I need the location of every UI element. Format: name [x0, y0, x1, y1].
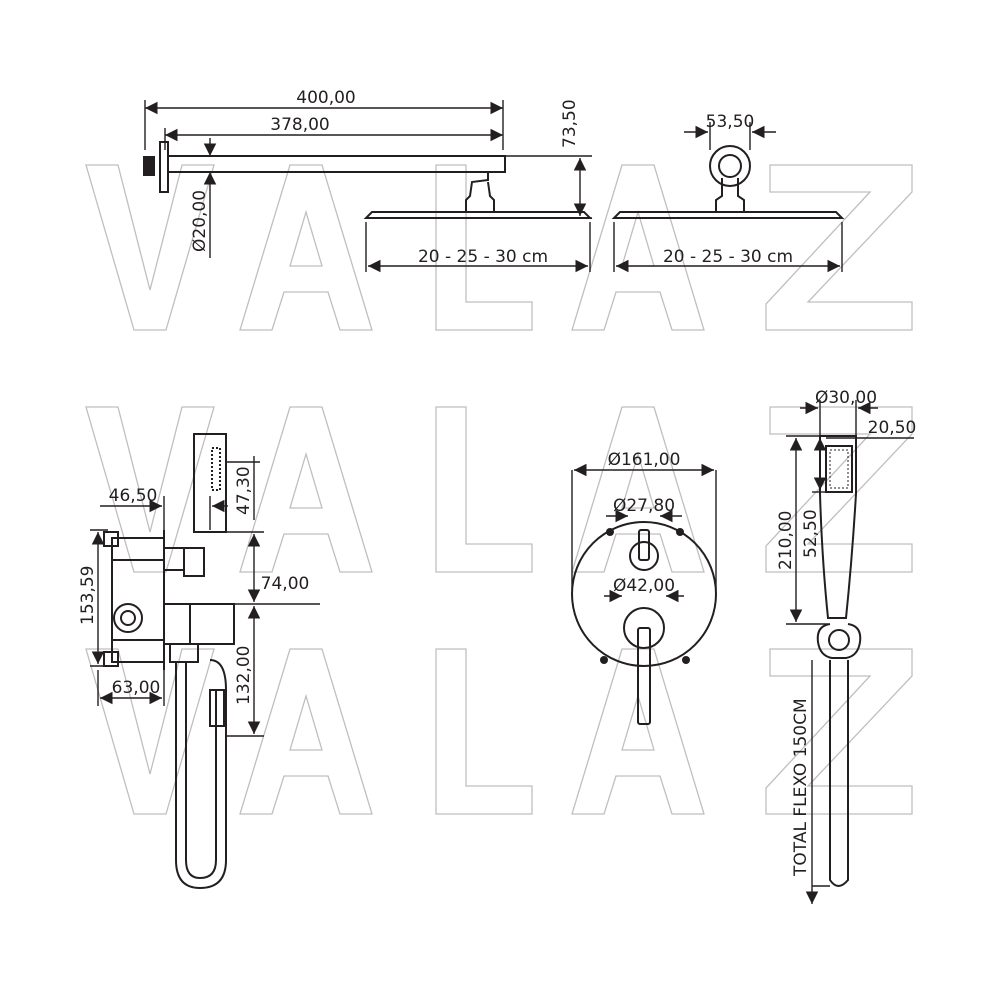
dim-head-width-front-label: 20 - 25 - 30 cm [663, 247, 793, 267]
dim-plate-label: Ø161,00 [608, 450, 681, 470]
dim-handle-label: 47,30 [234, 466, 254, 515]
dim-height-label: 73,50 [560, 99, 580, 148]
hose-end [209, 689, 225, 727]
shower-head-front-view: 53,50 20 - 25 - 30 cm [611, 112, 845, 273]
mount-screw [676, 528, 684, 536]
shower-arm [168, 155, 506, 173]
dim-knob-bottom-label: Ø42,00 [613, 576, 675, 596]
watermark-row-3 [85, 648, 913, 815]
mixer-handle-base [623, 607, 665, 649]
dim-diameter-label: Ø20,00 [190, 190, 210, 252]
dim-hs-diameter-label: Ø30,00 [815, 388, 877, 408]
flange-cover [159, 141, 169, 193]
cover-plate [571, 521, 717, 667]
rain-head-front [611, 211, 845, 219]
dim-hs-length-label: 210,00 [776, 511, 796, 570]
dim-depth-label: 46,50 [109, 486, 158, 506]
flexible-hose-inner [185, 662, 217, 880]
wall-flange [143, 156, 155, 176]
flexible-hose [175, 659, 227, 890]
dim-arm-label: 378,00 [270, 115, 329, 135]
dim-outlet-label: 74,00 [261, 574, 310, 594]
shower-arm-side-view: 400,00 378,00 73,50 Ø20,00 20 - 25 - 30 … [143, 88, 593, 273]
mount-screw [606, 528, 614, 536]
wall-bracket [816, 623, 862, 659]
handshower-body [819, 435, 857, 619]
concealed-box [111, 537, 165, 663]
dim-lower-label: 132,00 [234, 646, 254, 705]
dim-box-depth-label: 63,00 [112, 678, 161, 698]
dim-flange-label: 53,50 [706, 112, 755, 132]
box-inlet [113, 603, 143, 633]
arm-connector [465, 172, 495, 213]
flange-arm-section [718, 154, 742, 178]
lower-knob [163, 603, 191, 645]
upper-knob [183, 547, 205, 577]
diverter-lever [638, 529, 650, 561]
outlet-elbow [189, 603, 235, 645]
handshower-view: Ø30,00 20,50 210,00 52,50 TOTAL FLEXO 15… [776, 388, 916, 904]
dim-knob-top-label: Ø27,80 [613, 496, 675, 516]
mount-screw [682, 656, 690, 664]
dim-overall-label: 400,00 [296, 88, 355, 108]
valve-side-view: 46,50 47,30 74,00 153,59 63,00 132,00 [78, 433, 320, 890]
dim-hs-head-label: 20,50 [868, 418, 917, 438]
dim-hose-label: TOTAL FLEXO 150CM [791, 698, 811, 877]
diverter-knob [629, 541, 659, 571]
mount-screw [600, 656, 608, 664]
dim-head-width-label: 20 - 25 - 30 cm [418, 247, 548, 267]
handshower-hose [829, 660, 849, 887]
hose-connector [169, 643, 199, 663]
flange-ring [709, 145, 751, 187]
valve-front-view: Ø161,00 Ø27,80 Ø42,00 [571, 450, 717, 725]
dim-hs-spray-label: 52,50 [801, 509, 821, 558]
mixer-lever [637, 627, 651, 725]
bracket-ring [828, 629, 850, 651]
dim-body-height-label: 153,59 [78, 566, 98, 625]
